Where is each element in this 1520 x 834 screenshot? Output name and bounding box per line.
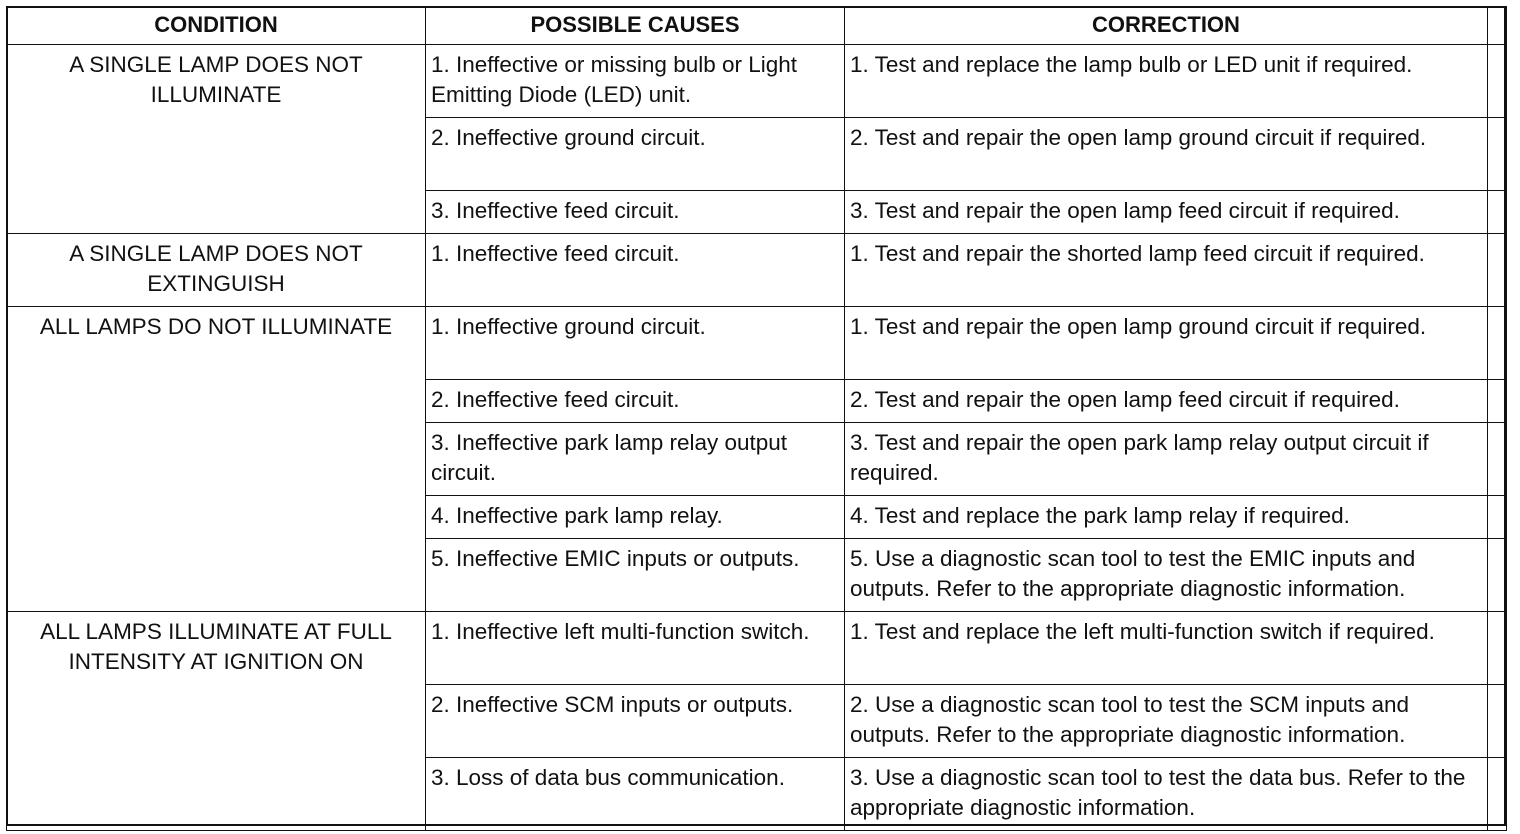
table-row: 5. Ineffective EMIC inputs or outputs. 5…: [7, 538, 1507, 612]
blank-cell: [1487, 757, 1507, 831]
cause-cell: 1. Ineffective ground circuit.: [425, 306, 845, 380]
correction-cell: 3. Test and repair the open park lamp re…: [844, 422, 1488, 496]
cause-cell: 3. Ineffective feed circuit.: [425, 190, 845, 234]
correction-cell: 1. Test and repair the shorted lamp feed…: [844, 233, 1488, 307]
diagnosis-table: CONDITION POSSIBLE CAUSES CORRECTION A S…: [6, 6, 1507, 831]
condition-cell: ALL LAMPS ILLUMINATE AT FULL INTENSITY A…: [6, 611, 426, 831]
table-row: 4. Ineffective park lamp relay. 4. Test …: [7, 495, 1507, 539]
correction-cell: 1. Test and replace the lamp bulb or LED…: [844, 44, 1488, 118]
table-row: 2. Ineffective SCM inputs or outputs. 2.…: [7, 684, 1507, 758]
correction-cell: 2. Test and repair the open lamp feed ci…: [844, 379, 1488, 423]
table-row: 2. Ineffective feed circuit. 2. Test and…: [7, 379, 1507, 423]
cause-cell: 5. Ineffective EMIC inputs or outputs.: [425, 538, 845, 612]
cause-cell: 1. Ineffective or missing bulb or Light …: [425, 44, 845, 118]
condition-cell: A SINGLE LAMP DOES NOT EXTINGUISH: [6, 233, 426, 307]
cause-cell: 3. Loss of data bus communication.: [425, 757, 845, 831]
correction-cell: 2. Test and repair the open lamp ground …: [844, 117, 1488, 191]
correction-cell: 1. Test and replace the left multi-funct…: [844, 611, 1488, 685]
table-row: ALL LAMPS ILLUMINATE AT FULL INTENSITY A…: [6, 611, 1507, 831]
correction-cell: 1. Test and repair the open lamp ground …: [844, 306, 1488, 380]
correction-cell: 3. Test and repair the open lamp feed ci…: [844, 190, 1488, 234]
cause-cell: 2. Ineffective ground circuit.: [425, 117, 845, 191]
correction-cell: 2. Use a diagnostic scan tool to test th…: [844, 684, 1488, 758]
table-row: A SINGLE LAMP DOES NOT EXTINGUISH 1. Ine…: [6, 233, 1507, 307]
cause-cell: 1. Ineffective left multi-function switc…: [425, 611, 845, 685]
correction-cell: 3. Use a diagnostic scan tool to test th…: [844, 757, 1488, 831]
header-possible-causes: POSSIBLE CAUSES: [425, 6, 845, 45]
table-frame: [6, 6, 1506, 826]
cause-cell: 1. Ineffective feed circuit.: [425, 233, 845, 307]
cause-cell: 2. Ineffective feed circuit.: [425, 379, 845, 423]
correction-cell: 4. Test and replace the park lamp relay …: [844, 495, 1488, 539]
table-row: A SINGLE LAMP DOES NOT ILLUMINATE 1. Ine…: [6, 44, 1507, 234]
cause-cell: 4. Ineffective park lamp relay.: [425, 495, 845, 539]
table-row: 3. Ineffective feed circuit. 3. Test and…: [7, 190, 1507, 234]
header-correction: CORRECTION: [844, 6, 1488, 45]
table-row: 3. Loss of data bus communication. 3. Us…: [7, 757, 1507, 831]
correction-cell: 5. Use a diagnostic scan tool to test th…: [844, 538, 1488, 612]
header-condition: CONDITION: [6, 6, 426, 45]
header-row: CONDITION POSSIBLE CAUSES CORRECTION: [6, 6, 1507, 45]
table-row: 2. Ineffective ground circuit. 2. Test a…: [7, 117, 1507, 191]
